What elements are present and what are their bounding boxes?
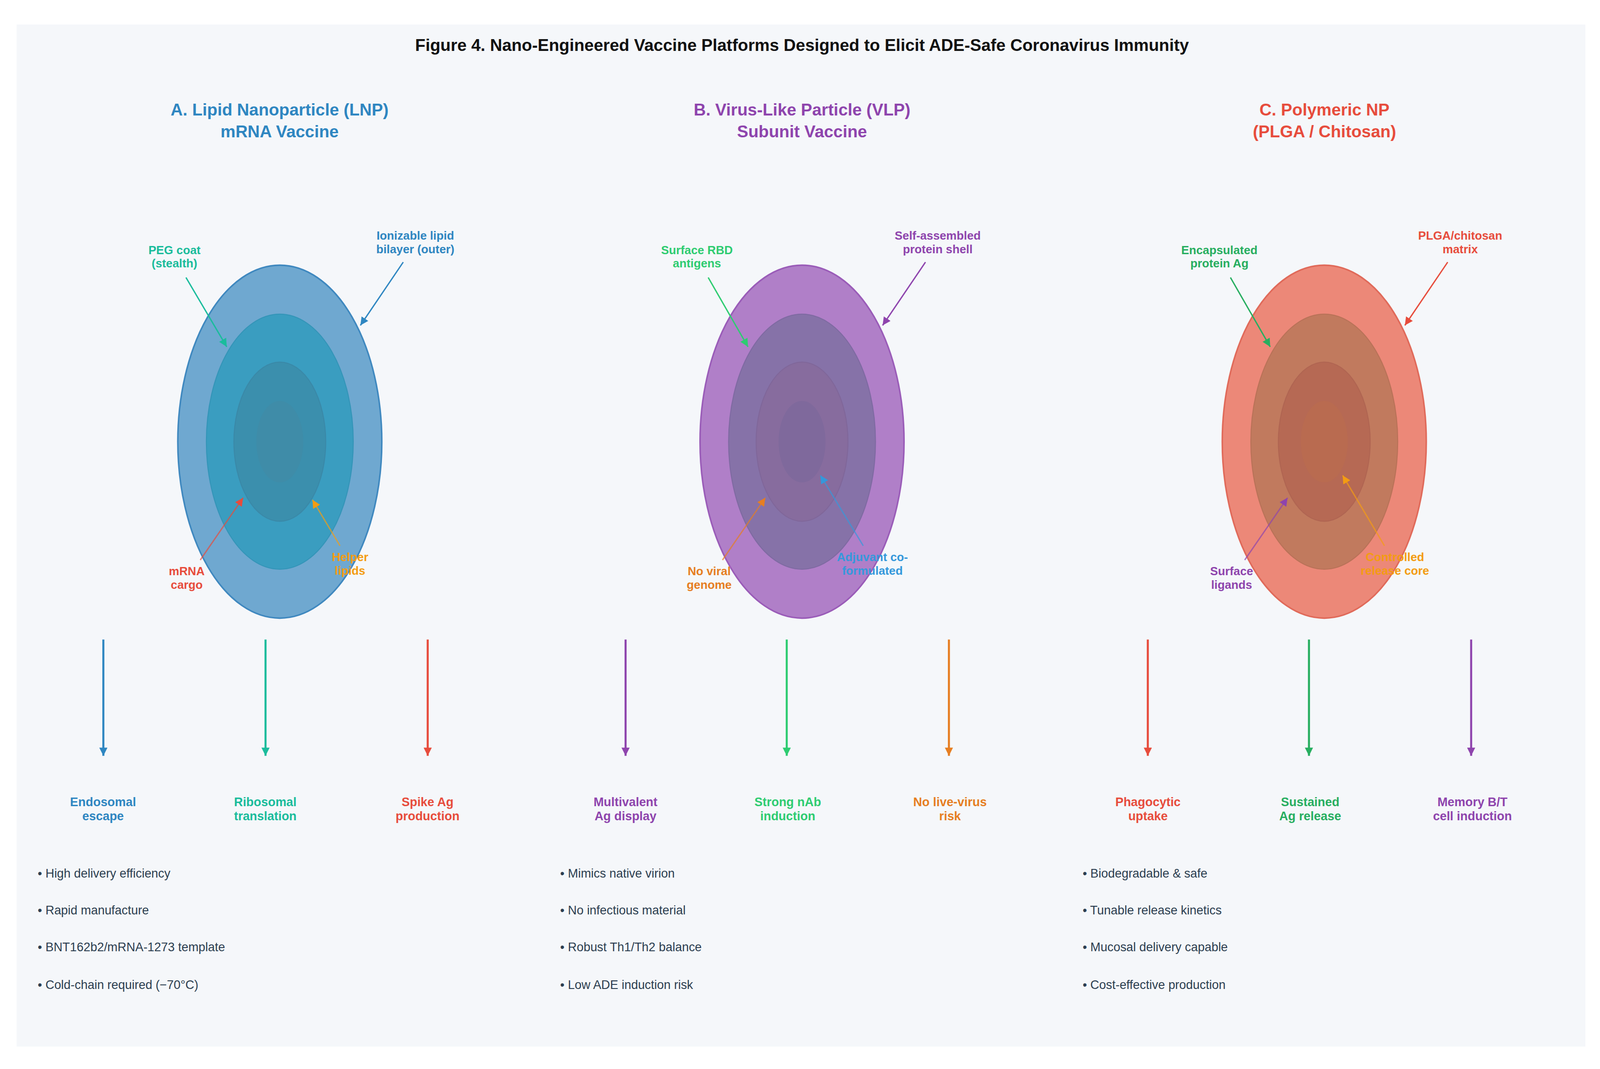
bullet-point: • No infectious material (560, 902, 969, 918)
bullet-point: • BNT162b2/mRNA-1273 template (37, 939, 447, 955)
outcome-label: Spike Ag production (388, 795, 467, 824)
panel-heading: C. Polymeric NP (PLGA / Chitosan) (1240, 98, 1409, 143)
lnp-layer (233, 361, 326, 522)
flow-arrow (947, 639, 950, 757)
flow-arrow (264, 639, 267, 757)
leader-arrow (360, 262, 404, 326)
callout-label: mRNA cargo (165, 565, 209, 592)
leader-arrow (882, 262, 926, 326)
outcome-label: Strong nAb induction (748, 795, 827, 824)
flow-arrow (426, 639, 429, 757)
callout-label: Controlled release core (1357, 550, 1433, 578)
callout-label: Ionizable lipid bilayer (outer) (368, 229, 462, 256)
flow-arrow (1469, 639, 1472, 757)
outcome-label: No live-virus risk (907, 795, 994, 824)
lnp-layer (206, 314, 354, 570)
bullet-point: • Rapid manufacture (37, 902, 447, 918)
polymeric-layer (1250, 314, 1398, 570)
lnp-illustration (177, 265, 382, 618)
figure-title: Figure 4. Nano-Engineered Vaccine Platfo… (36, 35, 1568, 56)
leader-arrow (820, 475, 863, 546)
callout-label: Surface RBD antigens (656, 243, 738, 271)
flow-arrow (1146, 639, 1149, 757)
outcome-label: Ribosomal translation (226, 795, 305, 824)
panel-heading: A. Lipid Nanoparticle (LNP) mRNA Vaccine (151, 98, 407, 143)
leader-arrow (200, 497, 243, 561)
lnp-outer-shell (177, 265, 382, 618)
bullet-point: • Cold-chain required (−70°C) (37, 977, 447, 993)
leader-arrow (1244, 497, 1288, 561)
outcome-label: Multivalent Ag display (586, 795, 665, 824)
bullet-point: • High delivery efficiency (37, 866, 447, 881)
outcome-label: Memory B/T cell induction (1428, 795, 1517, 824)
outcome-label: Sustained Ag release (1275, 795, 1345, 824)
figure-background (16, 24, 1586, 1047)
callout-label: Surface ligands (1204, 565, 1259, 592)
callout-label: PEG coat (stealth) (143, 243, 206, 271)
polymeric-core (1300, 401, 1348, 483)
leader-arrow (1404, 262, 1448, 326)
flow-arrow (785, 639, 788, 757)
callout-label: PLGA/chitosan matrix (1413, 229, 1507, 256)
bullet-point: • Robust Th1/Th2 balance (560, 939, 969, 955)
callout-label: Self-assembled protein shell (888, 229, 987, 256)
leader-arrow (1342, 475, 1385, 546)
callout-label: Encapsulated protein Ag (1176, 243, 1263, 271)
leader-arrow (722, 497, 766, 561)
flow-arrow (624, 639, 627, 757)
vlp-core (778, 401, 826, 483)
bullet-point: • Mucosal delivery capable (1082, 939, 1491, 955)
outcome-label: Endosomal escape (64, 795, 142, 824)
callout-label: Adjuvant co-formulated (828, 550, 917, 578)
flow-arrow (1308, 639, 1310, 757)
panel-heading: B. Virus-Like Particle (VLP) Subunit Vac… (674, 98, 930, 143)
lnp-core (256, 401, 304, 483)
leader-arrow (185, 277, 227, 347)
bullet-point: • Mimics native virion (560, 866, 969, 881)
leader-arrow (1230, 277, 1270, 347)
bullet-point: • Low ADE induction risk (560, 977, 969, 993)
callout-label: Helper lipids (327, 550, 373, 578)
bullet-point: • Tunable release kinetics (1082, 902, 1491, 918)
bullet-point: • Cost-effective production (1082, 977, 1491, 993)
leader-arrow (312, 499, 341, 546)
leader-arrow (708, 277, 748, 347)
vlp-layer (728, 314, 876, 570)
bullet-point: • Biodegradable & safe (1082, 866, 1491, 881)
flow-arrow (102, 639, 105, 757)
outcome-label: Phagocytic uptake (1109, 795, 1188, 824)
callout-label: No viral genome (682, 565, 736, 592)
